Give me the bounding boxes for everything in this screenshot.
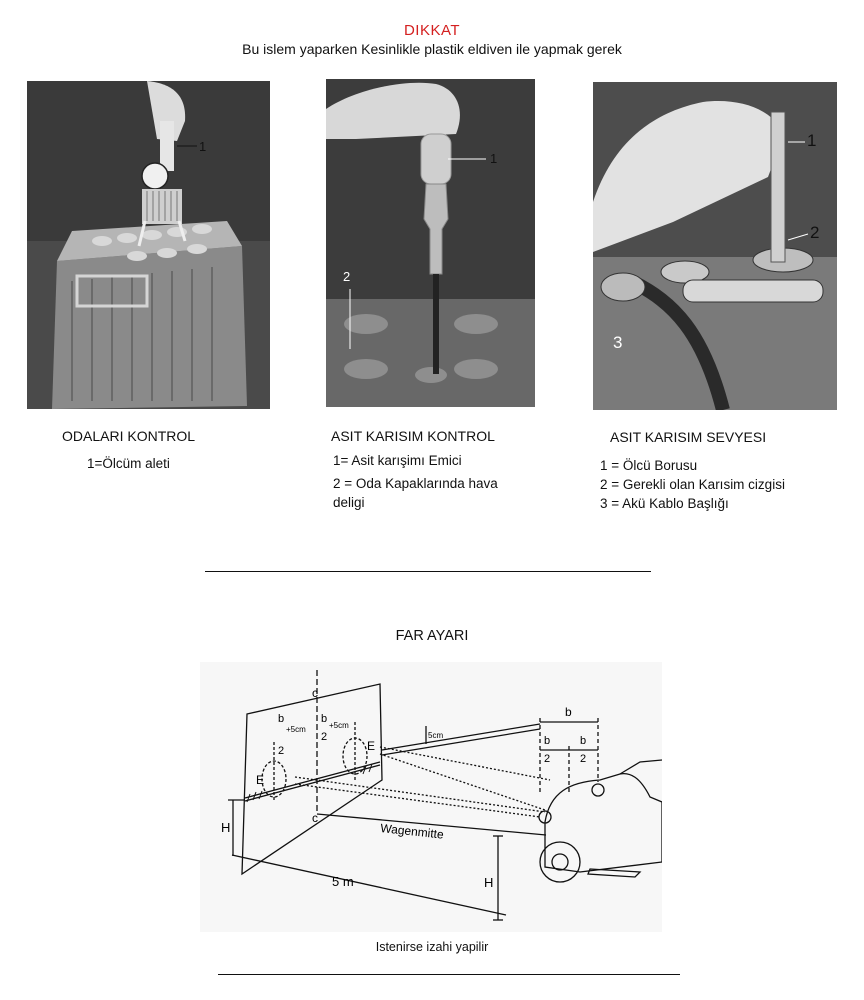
label-c-bottom: c	[312, 811, 318, 825]
section-divider	[205, 571, 651, 572]
photo2-caption: ASIT KARISIM KONTROL	[331, 428, 495, 444]
label-b-center: b	[321, 713, 327, 725]
photo3-item: 3 = Akü Kablo Başlığı	[600, 496, 729, 511]
label-2-half-2: 2	[580, 753, 586, 765]
label-E-left: E	[256, 773, 264, 787]
photo2-item: 2 = Oda Kapaklarında hava	[333, 476, 498, 491]
photo1-item: 1=Ölcüm aleti	[87, 456, 170, 471]
label-2-half-1: 2	[544, 753, 550, 765]
warning-title: DIKKAT	[403, 22, 461, 39]
photo2-item: 1= Asit karışimı Emici	[333, 453, 462, 468]
label-5cm: 5cm	[428, 731, 443, 740]
label-distance: 5 m	[332, 874, 354, 889]
photo3-callout-3: 3	[613, 333, 622, 352]
photo1-callout-1: 1	[199, 139, 206, 154]
photo1-caption: ODALARI KONTROL	[62, 428, 196, 444]
label-H-wall: H	[221, 820, 230, 835]
acid-mixture-test-photo: 1 2	[326, 79, 535, 407]
headlight-alignment-diagram: c c b 2 +5cm b 2 +5cm 5cm E E H H Wagenm…	[200, 662, 663, 932]
acid-level-photo: 1 2 3	[593, 82, 837, 410]
headlight-section-title: FAR AYARI	[395, 628, 469, 644]
photo2-callout-1: 1	[490, 151, 497, 166]
photo3-item: 2 = Gerekli olan Karısim cizgisi	[600, 477, 785, 492]
label-b-half-2: b	[580, 735, 586, 747]
label-b-car: b	[565, 705, 572, 719]
label-b-half-1: b	[544, 735, 550, 747]
photo3-callout-2: 2	[810, 223, 819, 242]
label-b-left: b	[278, 713, 284, 725]
label-plus5-center: +5cm	[329, 721, 349, 730]
label-H-car: H	[484, 875, 493, 890]
photo3-callout-1: 1	[807, 131, 816, 150]
bottom-divider	[218, 974, 680, 975]
battery-cell-test-photo: 1	[27, 81, 270, 409]
photo2-item: deligi	[333, 495, 365, 510]
label-c-top: c	[312, 686, 318, 700]
headlight-footnote: Istenirse izahi yapilir	[375, 940, 489, 954]
label-wagenmitte: Wagenmitte	[380, 821, 445, 842]
photo3-caption: ASIT KARISIM SEVYESI	[610, 429, 767, 445]
label-plus5-left: +5cm	[286, 725, 306, 734]
label-2-center: 2	[321, 731, 327, 743]
warning-text: Bu islem yaparken Kesinlikle plastik eld…	[242, 41, 622, 57]
label-E-right: E	[367, 739, 375, 753]
photo3-item: 1 = Ölcü Borusu	[600, 458, 698, 473]
photo2-callout-2: 2	[343, 269, 350, 284]
label-2-left: 2	[278, 745, 284, 757]
